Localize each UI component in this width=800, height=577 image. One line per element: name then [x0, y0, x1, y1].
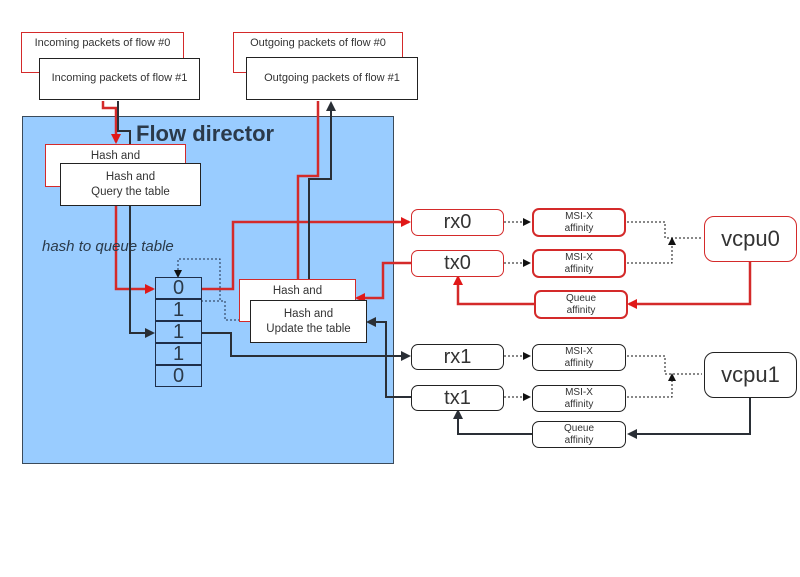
tx1-to-update-line	[366, 317, 412, 398]
hash-query-label-flow1: Hash and Query the table	[91, 171, 170, 198]
msix-affinity-rx1: MSI-X affinity	[532, 344, 626, 371]
hash-to-queue-table-caption: hash to queue table	[42, 238, 174, 255]
hash-update-box-flow1: Hash and Update the table	[250, 300, 367, 343]
vcpu1-queue-affinity-line	[627, 398, 751, 439]
msix-to-vcpu1-dotted	[627, 355, 702, 398]
hash-query-label-flow0: Hash and	[90, 150, 141, 162]
queue-affinity-to-tx1-line	[453, 409, 534, 435]
incoming-flow1-box: Incoming packets of flow #1	[39, 58, 200, 100]
outgoing-flow1-box: Outgoing packets of flow #1	[246, 57, 418, 100]
tx0-to-update-line	[355, 261, 412, 303]
queue-affinity-1: Queue affinity	[532, 421, 626, 448]
tx1-label: tx1	[444, 386, 471, 409]
table-cell-0: 0	[155, 277, 202, 299]
flow0-in-line	[101, 101, 121, 144]
msix-affinity-tx1-label: MSI-X affinity	[564, 387, 594, 410]
vcpu1-box: vcpu1	[704, 352, 797, 398]
table-cell-3: 1	[155, 343, 202, 365]
vcpu1-label: vcpu1	[721, 362, 780, 387]
msix-affinity-tx0-label: MSI-X affinity	[564, 252, 594, 275]
vcpu0-box: vcpu0	[704, 216, 797, 262]
outgoing-flow1-label: Outgoing packets of flow #1	[264, 71, 400, 84]
table-lookup-dotted-1	[174, 300, 248, 321]
queue-affinity-0-label: Queue affinity	[565, 293, 597, 316]
vcpu0-label: vcpu0	[721, 226, 780, 251]
flow0-query-to-table	[114, 206, 155, 294]
hash-update-label-flow0: Hash and	[272, 285, 323, 297]
hash-query-box-flow1: Hash and Query the table	[60, 163, 201, 206]
msix-affinity-rx1-label: MSI-X affinity	[564, 346, 594, 369]
rx1-label: rx1	[443, 345, 472, 368]
tx0-queue: tx0	[411, 250, 504, 277]
table-cell-2: 1	[155, 321, 202, 343]
queue-affinity-to-tx0-line	[453, 275, 534, 306]
hash-update-label-flow1: Hash and Update the table	[266, 308, 351, 335]
queue-affinity-0: Queue affinity	[534, 290, 628, 319]
msix-affinity-tx1: MSI-X affinity	[532, 385, 626, 412]
table-cell-4: 0	[155, 365, 202, 387]
msix-affinity-rx0: MSI-X affinity	[532, 208, 626, 237]
msix-affinity-tx0: MSI-X affinity	[532, 249, 626, 278]
msix-affinity-rx0-label: MSI-X affinity	[564, 211, 594, 234]
rx1-queue: rx1	[411, 344, 504, 370]
queue-affinity-1-label: Queue affinity	[563, 423, 595, 446]
table-to-rx1-line	[202, 332, 411, 361]
flow-director-title: Flow director	[136, 121, 275, 146]
table-lookup-dotted-0	[174, 258, 221, 300]
table-to-rx0-line	[202, 217, 411, 291]
incoming-flow1-label: Incoming packets of flow #1	[51, 72, 188, 85]
rx0-queue: rx0	[411, 209, 504, 236]
rx0-label: rx0	[443, 211, 472, 233]
flow0-out-line	[296, 101, 320, 280]
msix-to-vcpu0-dotted	[627, 221, 702, 264]
incoming-flow0-label: Incoming packets of flow #0	[34, 37, 171, 49]
table-cell-1: 1	[155, 299, 202, 321]
flow1-out-line	[308, 101, 336, 300]
tx0-label: tx0	[444, 252, 471, 274]
vcpu0-queue-affinity-line	[627, 262, 752, 309]
tx1-queue: tx1	[411, 385, 504, 411]
flow1-query-to-table	[129, 206, 155, 338]
outgoing-flow0-label: Outgoing packets of flow #0	[250, 37, 386, 49]
